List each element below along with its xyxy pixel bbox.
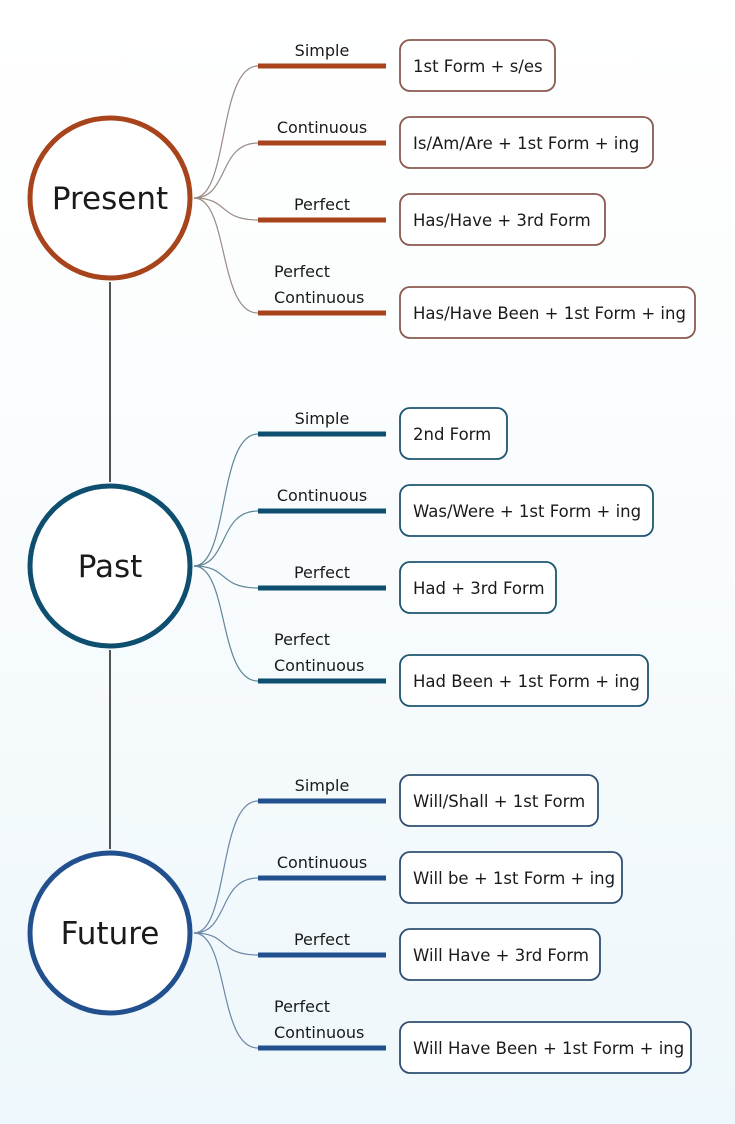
formula-text: Is/Am/Are + 1st Form + ing (413, 134, 639, 153)
formula-text: Has/Have Been + 1st Form + ing (413, 304, 686, 323)
formula-text: Had Been + 1st Form + ing (413, 672, 640, 691)
tense-label-continuous: Continuous (277, 853, 367, 872)
tense-label-perfect-continuous-line-2: Continuous (274, 288, 364, 307)
branch-curve (193, 877, 259, 934)
formula-box (399, 561, 557, 614)
branch-curve (193, 197, 259, 314)
formula-text: Will Have + 3rd Form (413, 946, 589, 965)
formula-box (399, 654, 649, 707)
formula-box (399, 1021, 692, 1074)
tense-circle-label-future: Future (61, 916, 160, 952)
tense-label-perfect: Perfect (294, 563, 350, 582)
tense-label-perfect-continuous-line-1: Perfect (274, 630, 330, 649)
tense-label-perfect-continuous-line-1: Perfect (274, 997, 330, 1016)
branch-curve (193, 197, 259, 221)
tense-label-continuous: Continuous (277, 486, 367, 505)
branch-curve (193, 932, 259, 956)
formula-box (399, 484, 654, 537)
formula-text: Had + 3rd Form (413, 579, 545, 598)
tense-label-perfect-continuous-line-2: Continuous (274, 656, 364, 675)
tense-circle-label-past: Past (78, 549, 143, 585)
formula-box (399, 851, 623, 904)
formula-text: Was/Were + 1st Form + ing (413, 502, 641, 521)
formula-box (399, 774, 599, 827)
tense-circle-present (27, 115, 193, 281)
tense-label-perfect-continuous-line-1: Perfect (274, 262, 330, 281)
tense-label-continuous: Continuous (277, 118, 367, 137)
formula-box (399, 39, 556, 92)
formula-box (399, 928, 601, 981)
branch-curve (193, 142, 259, 199)
formula-box (399, 286, 696, 339)
formula-text: 1st Form + s/es (413, 57, 543, 76)
tense-label-perfect: Perfect (294, 195, 350, 214)
tense-label-simple: Simple (295, 41, 350, 60)
formula-text: Will be + 1st Form + ing (413, 869, 615, 888)
branch-curve (193, 510, 259, 567)
formula-box (399, 407, 508, 460)
formula-box (399, 116, 654, 169)
formula-text: Will/Shall + 1st Form (413, 792, 585, 811)
tense-circle-future (27, 850, 193, 1016)
tense-circle-label-present: Present (52, 181, 168, 217)
tense-label-perfect: Perfect (294, 930, 350, 949)
branch-curve (193, 65, 259, 199)
formula-box (399, 193, 606, 246)
tense-label-perfect-continuous-line-2: Continuous (274, 1023, 364, 1042)
branch-curve (193, 932, 259, 1049)
branch-curve (193, 800, 259, 934)
tense-label-simple: Simple (295, 776, 350, 795)
formula-text: 2nd Form (413, 425, 491, 444)
formula-text: Has/Have + 3rd Form (413, 211, 591, 230)
branch-curve (193, 565, 259, 589)
branch-curve (193, 565, 259, 682)
branch-curve (193, 433, 259, 567)
formula-text: Will Have Been + 1st Form + ing (413, 1039, 684, 1058)
tense-circle-past (27, 483, 193, 649)
tense-label-simple: Simple (295, 409, 350, 428)
